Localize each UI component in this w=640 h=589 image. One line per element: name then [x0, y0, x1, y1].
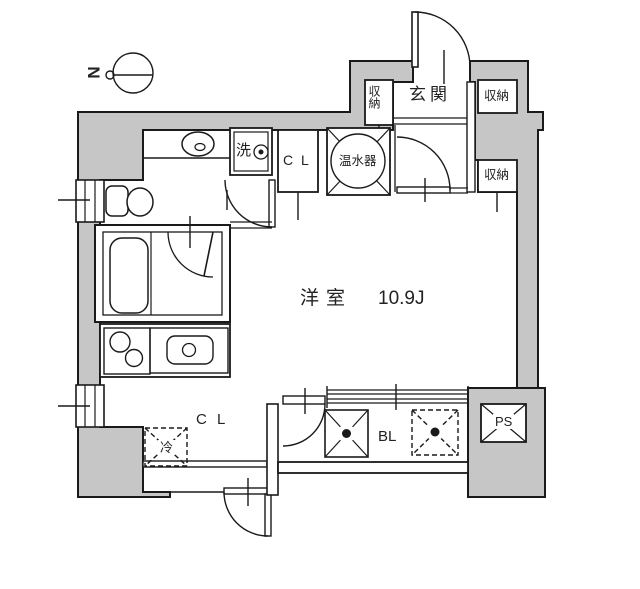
- bathroom-door-arc: [167, 231, 214, 278]
- service-door-leaf: [264, 493, 272, 537]
- washing-machine-tap: [253, 144, 269, 160]
- storage-hall-right-label: 収納: [484, 168, 510, 182]
- compass-small-circle: [105, 70, 115, 80]
- kitchen-counter: [99, 323, 231, 378]
- main-room-size-label: 10.9J: [378, 288, 425, 309]
- washroom: [143, 127, 276, 229]
- water-heater-label: 温水器: [339, 154, 377, 168]
- balcony-door-arc: [282, 403, 326, 447]
- balcony-hatch-dashed: [411, 409, 459, 456]
- toilet-bowl: [126, 187, 154, 217]
- balcony-window: [326, 384, 469, 410]
- storage-entrance-right-label: 収納: [484, 89, 510, 103]
- bathroom-door-panel: [203, 231, 214, 277]
- walls: [77, 60, 546, 498]
- washroom-door-arc: [224, 179, 273, 228]
- hall-right-wall: [466, 81, 476, 193]
- entrance-door-arc: [414, 11, 471, 68]
- closet-upper-label: C L: [283, 152, 311, 168]
- balcony-left-wall: [266, 403, 279, 496]
- window-left-upper: [58, 179, 105, 223]
- kitchen-sink-box: [149, 327, 229, 374]
- wall-ps-block: [467, 387, 546, 498]
- storage-entrance-left-label: 収納: [367, 85, 381, 109]
- window-left-lower: [58, 384, 105, 428]
- compass-north-label: N: [84, 66, 104, 79]
- entrance-door-panel: [411, 11, 419, 68]
- storage-boxes: [277, 79, 518, 220]
- wash-basin: [181, 131, 215, 157]
- kitchen-sink-drain: [181, 342, 197, 358]
- balcony-door-panel: [282, 395, 326, 405]
- toilet: [105, 185, 154, 217]
- hall-door-arc: [396, 136, 451, 191]
- entrance-area: [393, 11, 476, 202]
- pipe-space-label: PS: [493, 414, 515, 429]
- compass-circle: [112, 52, 154, 94]
- kitchen: [99, 323, 231, 378]
- entrance-label: 玄関: [409, 85, 451, 104]
- bathroom: [94, 216, 231, 323]
- stove-box: [103, 327, 151, 375]
- service-door-arc: [223, 491, 269, 537]
- hall-door-panel: [396, 186, 451, 194]
- bathroom-inner: [102, 231, 223, 316]
- room-bottom-wall: [142, 460, 268, 468]
- stove-burner-2: [124, 348, 144, 368]
- balcony-hatch-solid: [324, 409, 369, 458]
- washroom-door-panel: [268, 179, 276, 228]
- compass: [105, 52, 154, 94]
- closet-lower-label: C L: [196, 411, 229, 428]
- main-room-label: 洋室: [300, 288, 353, 309]
- washing-machine-label: 洗: [236, 142, 252, 159]
- stove-burner-1: [109, 331, 131, 353]
- wall-right: [469, 60, 544, 389]
- bathtub: [109, 237, 149, 314]
- toilet-tank: [105, 185, 129, 217]
- bathroom-outer: [94, 224, 231, 323]
- balcony-label: BL: [378, 428, 397, 445]
- refrigerator-label: 冷: [158, 440, 176, 455]
- balcony-railing: [277, 461, 469, 474]
- wall-left-top: [77, 60, 414, 498]
- balcony: [266, 384, 469, 496]
- kitchen-sink: [166, 335, 214, 365]
- service-door-panel: [223, 487, 269, 495]
- wash-basin-drain: [194, 142, 206, 152]
